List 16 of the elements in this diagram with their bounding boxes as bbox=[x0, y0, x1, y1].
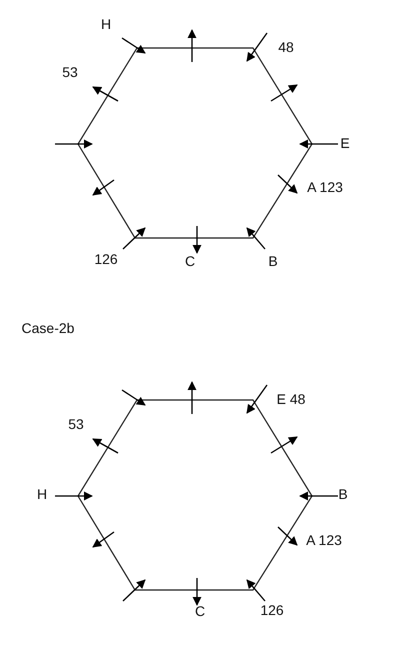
vertex-label: C bbox=[194, 604, 206, 618]
vertex-label: A 123 bbox=[306, 533, 342, 547]
vertex-label: E 48 bbox=[276, 392, 306, 406]
vertex-label: A 123 bbox=[307, 180, 343, 194]
vertex-label: C bbox=[184, 254, 196, 268]
vertex-label: 126 bbox=[94, 252, 118, 266]
vertex-label: B bbox=[338, 487, 348, 501]
vertex-label: 53 bbox=[62, 65, 78, 79]
vertex-label: B bbox=[268, 254, 278, 268]
vertex-label: 126 bbox=[260, 603, 284, 617]
vertex-label: E bbox=[340, 136, 350, 150]
vertex-label: H bbox=[36, 487, 48, 501]
case-heading: Case-2b bbox=[22, 321, 74, 335]
vertex-label: 53 bbox=[68, 417, 84, 431]
vertex-label: 48 bbox=[278, 40, 294, 54]
vertex-label: H bbox=[100, 17, 112, 31]
